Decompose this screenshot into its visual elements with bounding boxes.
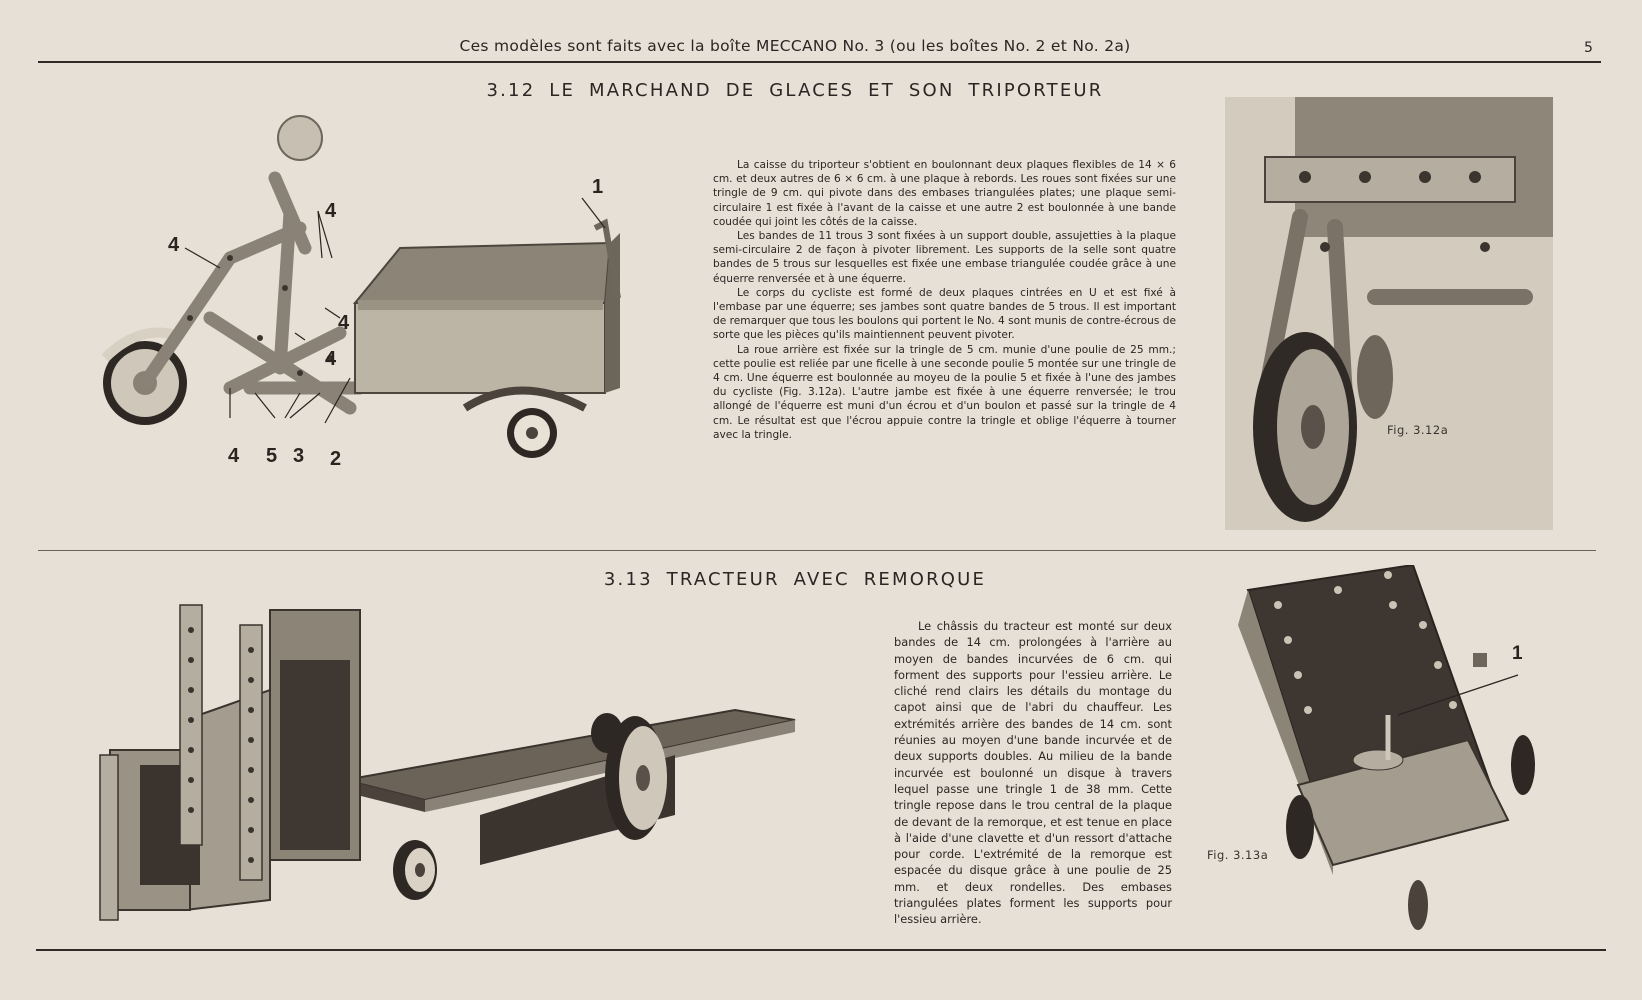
- page-number: 5: [1584, 40, 1593, 56]
- callout-4: 4: [228, 445, 240, 467]
- callout-5: 5: [266, 445, 278, 467]
- callout-4: 4: [168, 234, 180, 256]
- paragraph: La roue arrière est fixée sur la tringle…: [713, 343, 1176, 441]
- callout-3: 3: [293, 445, 305, 467]
- figure-3-12a-detail: Fig. 3.12a: [1225, 97, 1553, 530]
- callout-1: 1: [1512, 643, 1523, 664]
- paragraph: Les bandes de 11 trous 3 sont fixées à u…: [713, 230, 1176, 285]
- section-3-13-text: Le châssis du tracteur est monté sur deu…: [894, 618, 1172, 928]
- section-divider: [38, 550, 1596, 551]
- figure-3-13a-detail: 1: [1238, 565, 1558, 935]
- paragraph: La caisse du triporteur s'obtient en bou…: [713, 159, 1176, 228]
- paragraph: Le châssis du tracteur est monté sur deu…: [894, 619, 1172, 927]
- callout-2: 2: [330, 448, 342, 470]
- callout-1: 1: [592, 176, 604, 198]
- callout-4: 4: [325, 200, 337, 222]
- figure-3-12-tricycle: 1 4 4 4 4 4 5 3 2: [100, 108, 660, 488]
- figure-caption: Fig. 3.13a: [1207, 848, 1269, 862]
- figure-3-13-tractor: [95, 600, 840, 940]
- running-header: Ces modèles sont faits avec la boîte MEC…: [459, 37, 1131, 55]
- header-rule: [38, 61, 1601, 63]
- figure-caption: Fig. 3.12a: [1387, 423, 1449, 437]
- callout-4: 4: [325, 348, 337, 370]
- paragraph: Le corps du cycliste est formé de deux p…: [713, 286, 1176, 342]
- callout-4: 4: [338, 312, 350, 334]
- footer-rule: [36, 949, 1606, 951]
- section-3-12-text: La caisse du triporteur s'obtient en bou…: [713, 158, 1176, 442]
- section-title-3-13: 3.13 TRACTEUR AVEC REMORQUE: [603, 569, 987, 590]
- section-title-3-12: 3.12 LE MARCHAND DE GLACES ET SON TRIPOR…: [486, 80, 1104, 101]
